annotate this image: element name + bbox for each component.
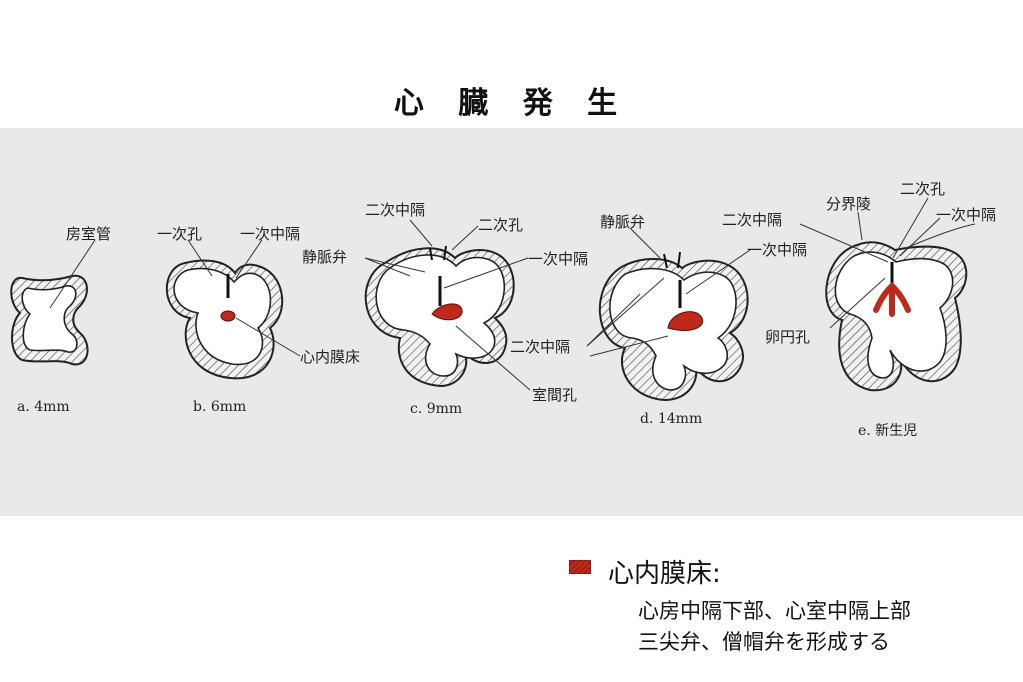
caption-e: e. 新生児 (858, 423, 918, 439)
caption-b: b. 6mm (193, 399, 247, 415)
cushion-c (431, 303, 463, 321)
stage-d-shape (599, 251, 749, 402)
caption-c: c. 9mm (410, 401, 463, 417)
label-septum-secundum-e: 二次中隔 (722, 211, 783, 229)
stage-e-shape (825, 241, 968, 392)
label-venous-valve-c: 静脈弁 (302, 248, 348, 266)
stage-b-shape (165, 259, 284, 380)
legend-description-line-1: 心房中隔下部、心室中隔上部 (638, 599, 911, 623)
label-septum-primum-b: 一次中隔 (240, 225, 301, 243)
label-septum-secundum-c: 二次中隔 (365, 201, 426, 219)
label-venous-valve-d: 静脈弁 (600, 213, 646, 231)
label-septum-secundum-d: 二次中隔 (510, 338, 571, 356)
heart-development-diagram: 房室管 一次孔 一次中隔 心内膜床 二次中隔 二次孔 静脈弁 一次中隔 室間孔 … (0, 128, 1023, 516)
cushion-d (667, 311, 704, 331)
leader-lines (49, 197, 976, 391)
legend-swatch (569, 560, 591, 574)
label-ostium-primum: 一次孔 (157, 225, 203, 243)
caption-d: d. 14mm (640, 411, 703, 427)
cushion-e (873, 281, 911, 317)
stage-c-shape (364, 245, 515, 388)
label-septum-primum-e: 一次中隔 (936, 206, 997, 224)
caption-a: a. 4mm (17, 399, 70, 415)
label-ostium-secundum-e: 二次孔 (900, 180, 946, 198)
label-septum-primum-c: 一次中隔 (528, 250, 589, 268)
cushion-b (220, 310, 236, 322)
label-interventricular-foramen: 室間孔 (532, 386, 578, 404)
page-title: 心 臓 発 生 (393, 86, 630, 121)
label-endocardial-cushion: 心内膜床 (300, 348, 361, 366)
legend-title: 心内膜床: (608, 559, 721, 589)
stage-a-shape (10, 274, 89, 366)
label-atrioventricular-canal: 房室管 (66, 225, 112, 243)
label-septum-primum-d: 一次中隔 (747, 241, 808, 259)
diagram-drawing (10, 197, 976, 402)
legend-description-line-2: 三尖弁、僧帽弁を形成する (638, 630, 890, 654)
label-foramen-ovale: 卵円孔 (765, 328, 811, 346)
label-ostium-secundum-c: 二次孔 (478, 216, 524, 234)
label-crista-terminalis: 分界陵 (826, 195, 872, 213)
